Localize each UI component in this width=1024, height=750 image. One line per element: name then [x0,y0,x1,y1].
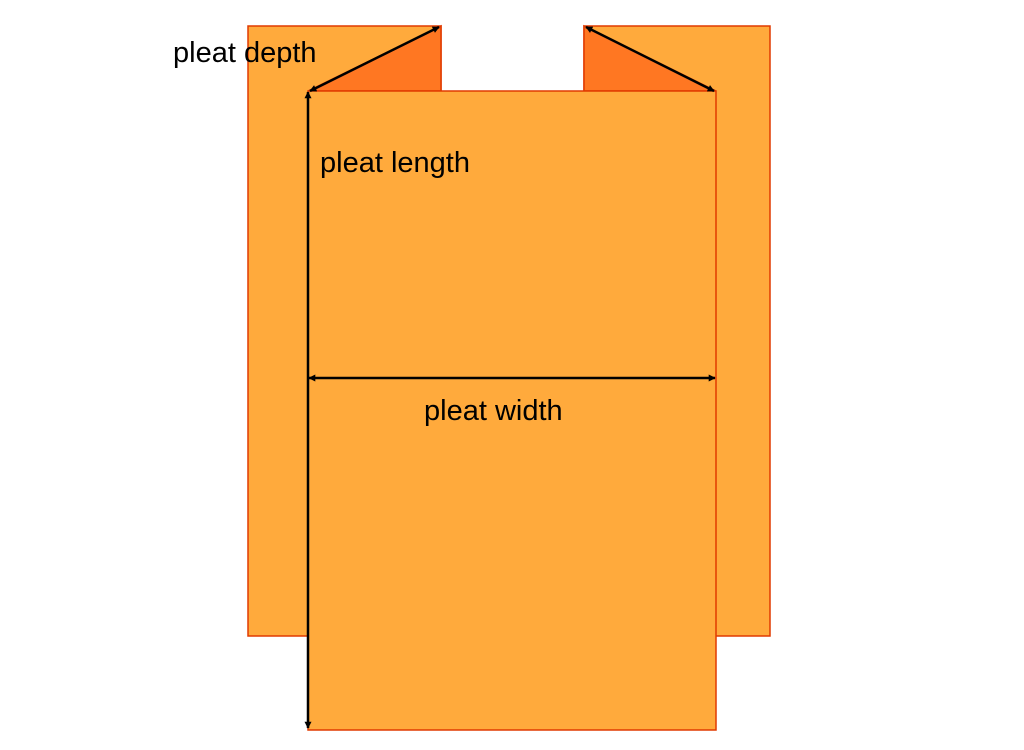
pleat-depth-label: pleat depth [173,37,317,69]
depth-arrow-left [309,25,440,93]
pleat-width-label: pleat width [424,395,563,427]
depth-arrow-right [585,25,715,93]
pleat-length-label: pleat length [320,147,470,179]
front-panel [307,90,717,731]
